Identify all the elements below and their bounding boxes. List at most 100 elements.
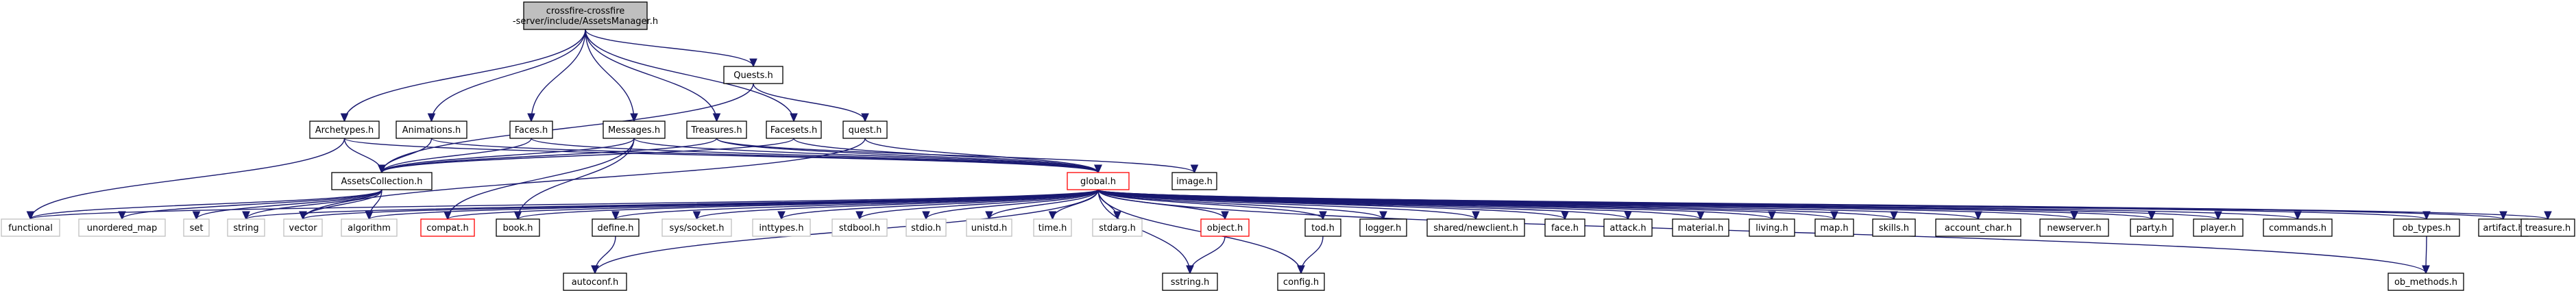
node-label: party.h	[2137, 223, 2167, 233]
node-treasure[interactable]: treasure.h	[2520, 218, 2575, 237]
node-ob_types[interactable]: ob_types.h	[2393, 218, 2460, 237]
dependency-edges	[31, 29, 2549, 273]
node-box	[1, 218, 60, 237]
node-box	[1277, 273, 1325, 291]
node-box	[1162, 273, 1218, 291]
node-box	[2387, 273, 2464, 291]
node-skills[interactable]: skills.h	[1872, 218, 1916, 237]
node-label: set	[190, 223, 204, 233]
node-box	[183, 218, 210, 237]
node-box	[2039, 218, 2109, 237]
node-box	[906, 218, 947, 237]
edge-global-to-stdio	[926, 189, 1099, 219]
node-newserver[interactable]: newserver.h	[2039, 218, 2109, 237]
edge-facesets-to-assetscollection	[382, 138, 794, 173]
node-map[interactable]: map.h	[1814, 218, 1854, 237]
node-label: image.h	[1176, 177, 1213, 187]
edge-global-to-tod	[1097, 189, 1323, 219]
edge-object-to-sstring	[1190, 236, 1226, 273]
node-label: tod.h	[1311, 223, 1335, 233]
node-account_char[interactable]: account_char.h	[1935, 218, 2021, 237]
node-box	[420, 218, 475, 237]
edge-root-to-faces	[531, 29, 586, 121]
edge-global-to-stdbool	[860, 189, 1099, 219]
node-box	[2520, 218, 2575, 237]
node-box	[331, 172, 433, 190]
node-root[interactable]: crossfire-crossfire-server/include/Asset…	[513, 1, 658, 30]
node-box	[603, 121, 666, 139]
node-box	[1603, 218, 1653, 237]
node-time: time.h	[1033, 218, 1072, 237]
node-compat[interactable]: compat.h	[420, 218, 475, 237]
node-player[interactable]: player.h	[2193, 218, 2244, 237]
node-quest[interactable]: quest.h	[842, 121, 888, 139]
node-label: Treasures.h	[690, 125, 742, 136]
node-logger[interactable]: logger.h	[1359, 218, 1407, 237]
edge-root-to-facesets	[585, 29, 794, 121]
node-box	[2263, 218, 2333, 237]
node-box	[2130, 218, 2174, 237]
edge-root-to-quests	[585, 29, 753, 66]
node-face[interactable]: face.h	[1544, 218, 1585, 237]
node-party[interactable]: party.h	[2130, 218, 2174, 237]
node-tod[interactable]: tod.h	[1304, 218, 1341, 237]
node-box	[283, 218, 323, 237]
edge-facesets-to-global	[793, 138, 1098, 173]
node-label: autoconf.h	[572, 277, 619, 288]
node-faces[interactable]: Faces.h	[509, 121, 553, 139]
node-archetypes[interactable]: Archetypes.h	[309, 121, 380, 139]
edge-messages-to-compat	[448, 138, 635, 219]
edge-global-to-config	[1097, 189, 1301, 273]
node-messages[interactable]: Messages.h	[603, 121, 666, 139]
edge-global-to-inttypes	[781, 189, 1099, 219]
node-box	[1814, 218, 1854, 237]
node-label: living.h	[1755, 223, 1788, 233]
node-quests[interactable]: Quests.h	[723, 66, 783, 84]
node-box	[1749, 218, 1795, 237]
node-label: face.h	[1551, 223, 1579, 233]
node-object[interactable]: object.h	[1200, 218, 1250, 237]
node-set: set	[183, 218, 210, 237]
node-living[interactable]: living.h	[1749, 218, 1795, 237]
node-label: crossfire-crossfire	[546, 6, 625, 16]
edge-archetypes-to-functional	[31, 138, 345, 219]
node-label: string	[233, 223, 258, 233]
node-label: quest.h	[849, 125, 882, 136]
node-box	[723, 66, 783, 84]
edge-treasures-to-assetscollection	[382, 138, 718, 173]
node-label: object.h	[1207, 223, 1243, 233]
node-define[interactable]: define.h	[592, 218, 640, 237]
node-box	[563, 273, 627, 291]
node-material[interactable]: material.h	[1672, 218, 1729, 237]
node-unistd: unistd.h	[966, 218, 1012, 237]
edge-assetscollection-to-unordered_map	[122, 189, 382, 219]
node-artifact[interactable]: artifact.h	[2478, 218, 2529, 237]
node-ob_methods[interactable]: ob_methods.h	[2387, 273, 2464, 291]
node-treasures[interactable]: Treasures.h	[686, 121, 747, 139]
node-global[interactable]: global.h	[1067, 172, 1130, 190]
node-sstring[interactable]: sstring.h	[1162, 273, 1218, 291]
node-facesets[interactable]: Facesets.h	[766, 121, 822, 139]
node-assetscollection[interactable]: AssetsCollection.h	[331, 172, 433, 190]
node-image[interactable]: image.h	[1171, 172, 1217, 190]
edge-root-to-animations	[432, 29, 586, 121]
edge-quests-to-quest	[753, 83, 865, 121]
node-label: treasure.h	[2525, 223, 2571, 233]
node-box	[1935, 218, 2021, 237]
node-animations[interactable]: Animations.h	[396, 121, 467, 139]
edge-global-to-define	[616, 189, 1099, 219]
edge-ob_types-to-ob_methods	[2426, 236, 2427, 273]
edge-quests-to-assetscollection	[382, 83, 754, 173]
node-box	[661, 218, 732, 237]
node-label: book.h	[502, 223, 533, 233]
node-attack[interactable]: attack.h	[1603, 218, 1653, 237]
node-config[interactable]: config.h	[1277, 273, 1325, 291]
node-box	[2193, 218, 2244, 237]
edge-assetscollection-to-functional	[31, 189, 382, 219]
node-box	[1092, 218, 1143, 237]
node-algorithm: algorithm	[341, 218, 398, 237]
node-commands[interactable]: commands.h	[2263, 218, 2333, 237]
node-newclient[interactable]: shared/newclient.h	[1426, 218, 1525, 237]
node-book[interactable]: book.h	[496, 218, 540, 237]
node-autoconf[interactable]: autoconf.h	[563, 273, 627, 291]
